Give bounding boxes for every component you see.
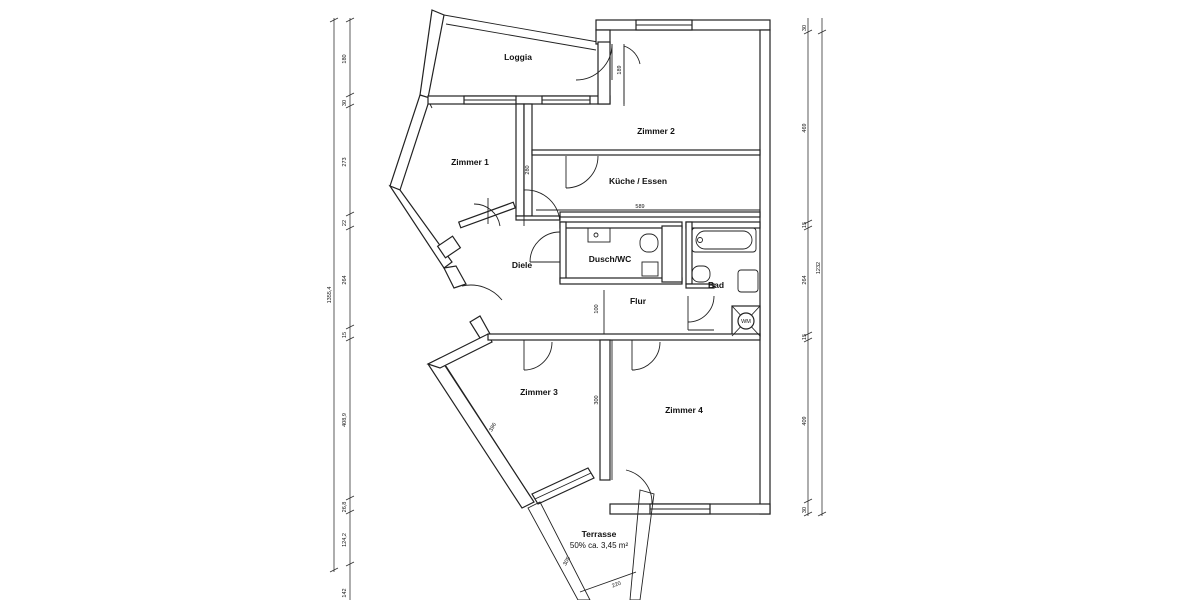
dim-right-3: 15 — [802, 222, 808, 228]
dim-right-7: 30 — [802, 507, 808, 513]
dim-right-4: 264 — [802, 275, 808, 284]
dim-left-7: 408,9 — [342, 413, 348, 427]
terrasse-area-label: 50% ca. 3,45 m² — [570, 541, 629, 550]
dim-189: 189 — [617, 65, 623, 74]
dim-100: 100 — [594, 304, 600, 313]
dim-left-6: 15 — [342, 332, 348, 338]
room-label-zimmer-4: Zimmer 4 — [665, 405, 703, 415]
door-swings — [461, 43, 715, 505]
right-dimension-chain: 30 469 15 264 15 409 30 1232 — [802, 18, 827, 517]
dim-right-2: 469 — [802, 123, 808, 132]
dim-right-1: 30 — [802, 25, 808, 31]
left-dimension-chain: 180 30 273 22 264 15 408,9 26,8 124,2 14… — [327, 17, 355, 600]
dim-280: 280 — [525, 165, 531, 174]
dim-305: 305 — [562, 556, 572, 567]
dim-right-total: 1232 — [816, 262, 822, 274]
dim-right-6: 409 — [802, 416, 808, 425]
dim-396: 396 — [488, 422, 498, 433]
room-label-terrasse: Terrasse — [582, 529, 617, 539]
dim-left-total: 1355,4 — [327, 287, 333, 304]
dim-589: 589 — [635, 204, 644, 210]
dim-left-2: 30 — [342, 100, 348, 106]
dim-left-9: 124,2 — [342, 533, 348, 547]
wm-label: WM — [741, 319, 751, 325]
fixtures — [587, 227, 761, 337]
dim-left-10: 142 — [342, 588, 348, 597]
room-label-flur: Flur — [630, 296, 647, 306]
room-label-dusch-wc: Dusch/WC — [589, 254, 632, 264]
dim-left-4: 22 — [342, 220, 348, 226]
dim-220: 220 — [611, 581, 622, 590]
dim-left-5: 264 — [342, 275, 348, 284]
room-label-loggia: Loggia — [504, 52, 532, 62]
dim-300: 300 — [594, 395, 600, 404]
room-label-zimmer-2: Zimmer 2 — [637, 126, 675, 136]
room-label-diele: Diele — [512, 260, 533, 270]
dim-left-3: 273 — [342, 157, 348, 166]
room-label-bad: Bad — [708, 280, 724, 290]
dim-right-5: 15 — [802, 334, 808, 340]
inner-dimension-lines — [445, 44, 760, 593]
room-label-zimmer-1: Zimmer 1 — [451, 157, 489, 167]
room-label-zimmer-3: Zimmer 3 — [520, 387, 558, 397]
dim-left-8: 26,8 — [342, 502, 348, 513]
dim-left-1: 180 — [342, 54, 348, 63]
outer-walls — [388, 9, 771, 600]
room-label-kueche: Küche / Essen — [609, 176, 667, 186]
